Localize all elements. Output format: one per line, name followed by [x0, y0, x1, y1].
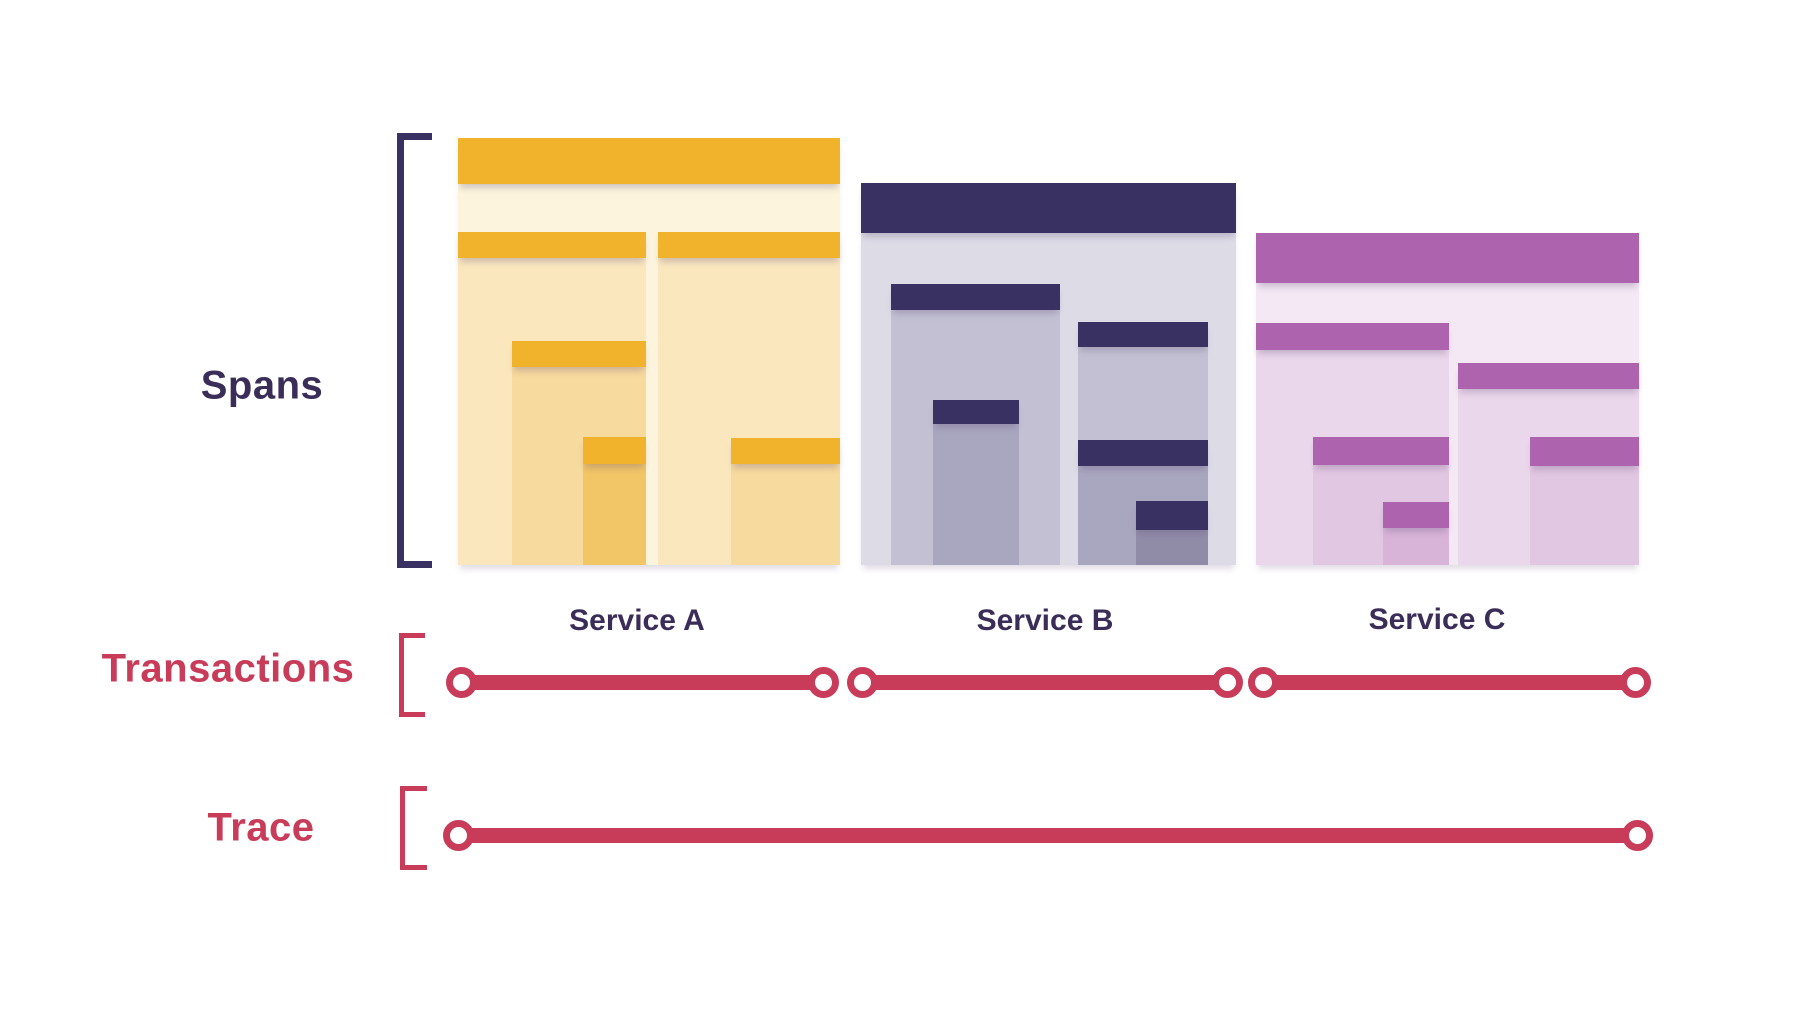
transaction-2-endpoint-circle — [847, 667, 878, 698]
trace-endpoint-circle — [443, 820, 474, 851]
span-header — [1383, 502, 1449, 528]
span-header — [512, 341, 646, 367]
transaction-3-endpoint-circle — [1620, 667, 1651, 698]
span-header — [1136, 501, 1208, 530]
trace-label: Trace — [207, 805, 315, 850]
spans-bracket — [397, 133, 432, 568]
transaction-1-endpoint-circle — [808, 667, 839, 698]
span-header — [458, 232, 646, 258]
span-body — [731, 464, 840, 565]
span-body — [583, 464, 646, 565]
transaction-1-endpoint-circle — [446, 667, 477, 698]
span-header — [583, 437, 646, 464]
span-header — [458, 138, 840, 184]
span-body — [1383, 528, 1449, 565]
trace-endpoint-circle — [1622, 820, 1653, 851]
transactions-bracket — [399, 633, 425, 717]
span-header — [1256, 233, 1639, 283]
span-header — [1530, 437, 1639, 466]
transaction-2-endpoint-circle — [1212, 667, 1243, 698]
span-header — [1313, 437, 1449, 465]
span-header — [1078, 440, 1208, 466]
span-header — [861, 183, 1236, 233]
span-header — [1078, 322, 1208, 347]
span-body — [1530, 466, 1639, 565]
transaction-3-line — [1263, 675, 1635, 690]
spans-label: Spans — [200, 363, 324, 408]
span-header — [658, 232, 840, 258]
trace-bracket — [400, 786, 427, 870]
span-header — [1458, 363, 1639, 389]
transaction-2-line — [862, 675, 1227, 690]
transaction-3-endpoint-circle — [1248, 667, 1279, 698]
span-header — [1256, 323, 1449, 350]
transactions-label: Transactions — [101, 646, 355, 691]
service-label: Service C — [1368, 603, 1506, 636]
transaction-1-line — [461, 675, 823, 690]
service-label: Service B — [976, 604, 1114, 637]
trace-line — [458, 828, 1637, 843]
span-header — [933, 400, 1019, 424]
span-body — [1136, 530, 1208, 565]
span-header — [731, 438, 840, 464]
service-label: Service A — [569, 604, 705, 637]
span-body — [933, 424, 1019, 565]
span-header — [891, 284, 1060, 310]
